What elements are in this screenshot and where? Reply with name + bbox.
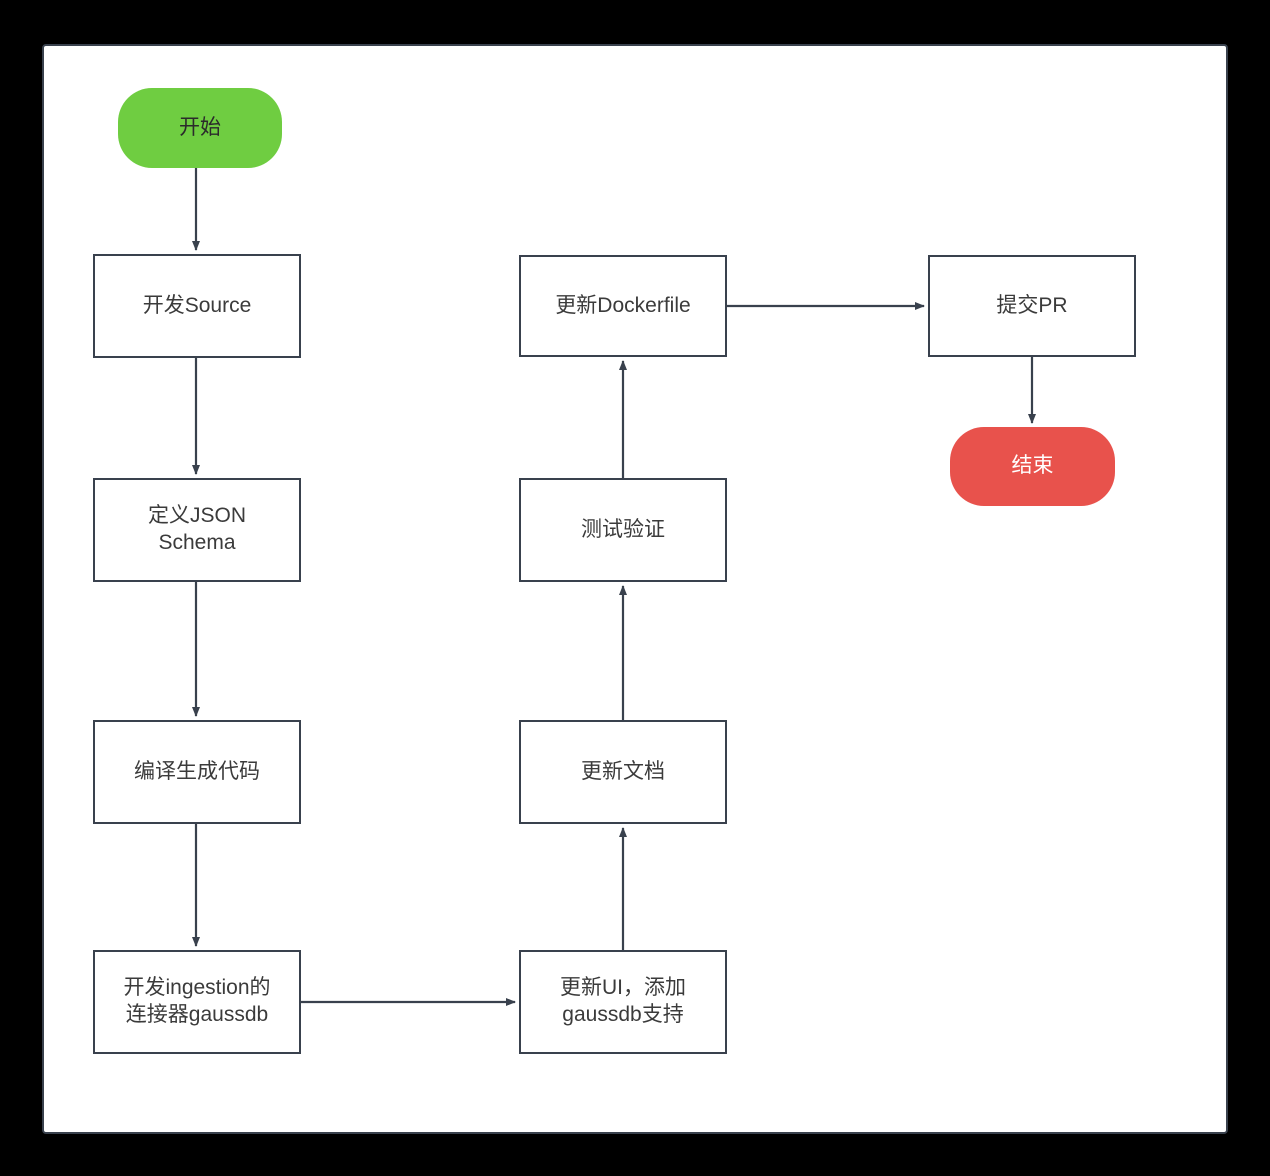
node-dev-ingestion[interactable]: 开发ingestion的 连接器gaussdb xyxy=(93,950,301,1054)
node-end-label: 结束 xyxy=(1011,454,1054,478)
node-dev-source[interactable]: 开发Source xyxy=(93,254,301,358)
node-dev-source-label: 开发Source xyxy=(142,293,252,317)
node-compile-codegen[interactable]: 编译生成代码 xyxy=(93,720,301,824)
node-update-ui[interactable]: 更新UI，添加 gaussdb支持 xyxy=(519,950,727,1054)
node-submit-pr-label: 提交PR xyxy=(996,293,1068,317)
node-end[interactable]: 结束 xyxy=(950,427,1115,506)
node-start-label: 开始 xyxy=(179,115,221,139)
node-update-dockerfile[interactable]: 更新Dockerfile xyxy=(519,255,727,357)
node-define-schema[interactable]: 定义JSON Schema xyxy=(93,478,301,582)
node-dev-ingestion-label: 开发ingestion的 连接器gaussdb xyxy=(123,976,271,1026)
node-update-docs-label: 更新文档 xyxy=(581,759,665,783)
node-update-docs[interactable]: 更新文档 xyxy=(519,720,727,824)
node-update-ui-label: 更新UI，添加 gaussdb支持 xyxy=(560,976,686,1026)
node-test-verify[interactable]: 测试验证 xyxy=(519,478,727,582)
node-define-schema-label: 定义JSON Schema xyxy=(147,504,246,554)
node-start[interactable]: 开始 xyxy=(118,88,282,168)
node-submit-pr[interactable]: 提交PR xyxy=(928,255,1136,357)
node-test-verify-label: 测试验证 xyxy=(581,517,665,541)
node-compile-codegen-label: 编译生成代码 xyxy=(134,759,260,783)
node-update-dockerfile-label: 更新Dockerfile xyxy=(555,293,691,317)
